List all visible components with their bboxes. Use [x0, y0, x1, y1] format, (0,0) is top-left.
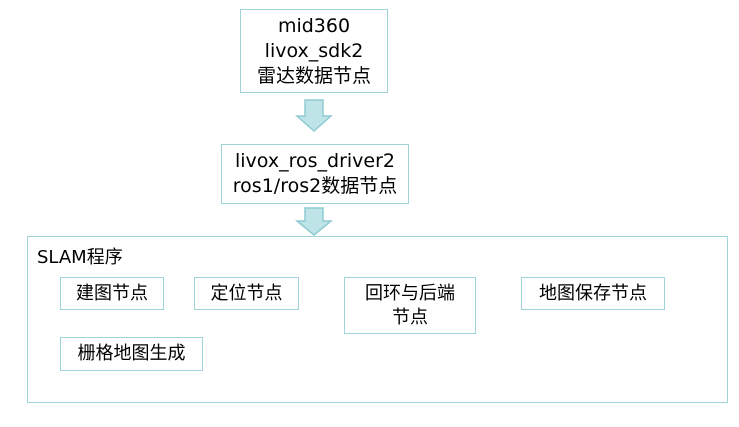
grid-map-generation-label: 栅格地图生成	[77, 343, 186, 364]
driver-label: livox_ros_driver2	[235, 150, 395, 172]
ros-driver-box: livox_ros_driver2 ros1/ros2数据节点	[221, 144, 409, 204]
grid-map-generation-box: 栅格地图生成	[60, 337, 203, 371]
ros-data-node-label: ros1/ros2数据节点	[232, 175, 398, 197]
down-arrow-1	[295, 99, 333, 133]
sdk-label: livox_sdk2	[264, 39, 364, 62]
lidar-model-label: mid360	[277, 14, 351, 37]
lidar-node-box: mid360 livox_sdk2 雷达数据节点	[240, 9, 388, 93]
loop-closure-label-line2: 节点	[392, 306, 428, 328]
down-arrow-2	[294, 207, 334, 236]
slam-program-title: SLAM程序	[37, 247, 123, 268]
map-saving-node-label: 地图保存节点	[539, 282, 647, 304]
loop-closure-node-box: 回环与后端 节点	[344, 277, 476, 334]
mapping-node-box: 建图节点	[60, 277, 164, 310]
localization-node-box: 定位节点	[194, 277, 299, 310]
loop-closure-label-line1: 回环与后端	[365, 282, 455, 304]
map-saving-node-box: 地图保存节点	[521, 277, 665, 310]
localization-node-label: 定位节点	[210, 282, 283, 304]
mapping-node-label: 建图节点	[76, 282, 148, 304]
radar-data-node-label: 雷达数据节点	[256, 64, 371, 87]
